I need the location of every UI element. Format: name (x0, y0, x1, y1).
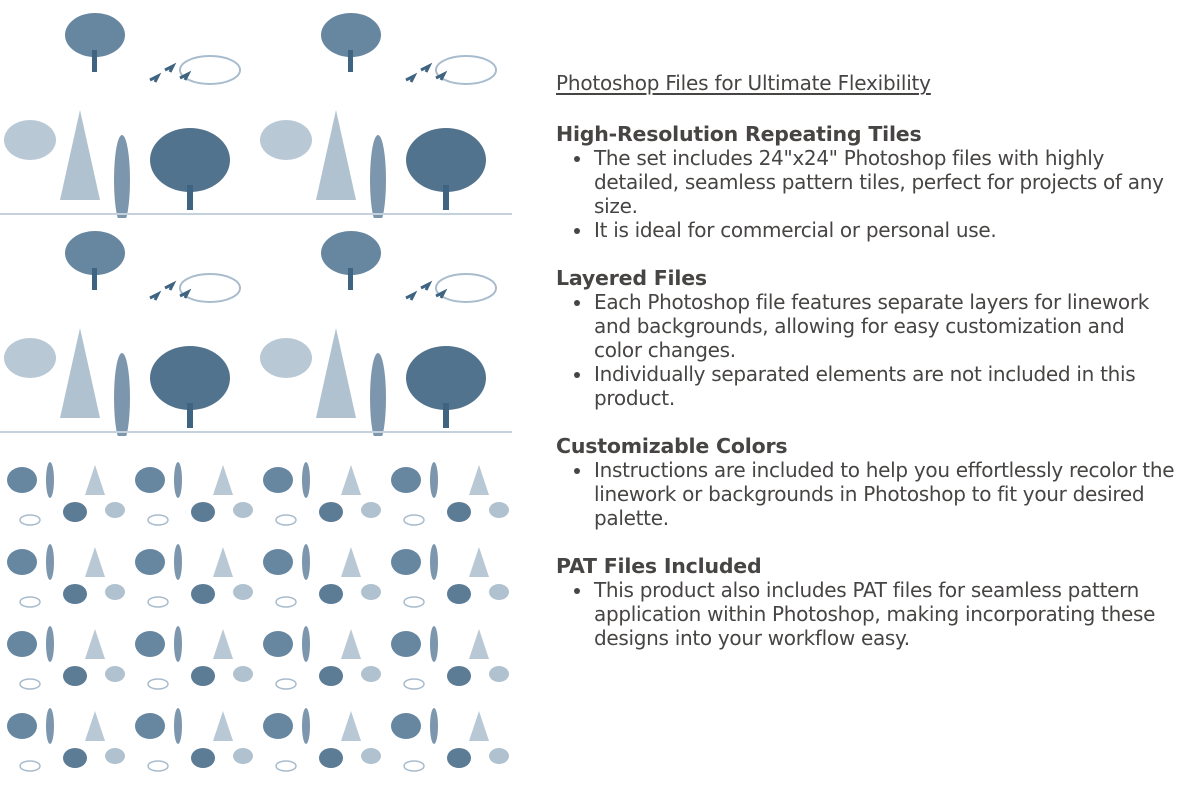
bullet-list: This product also includes PAT files for… (556, 578, 1176, 650)
description-title: Photoshop Files for Ultimate Flexibility (556, 71, 931, 95)
section-heading: PAT Files Included (556, 554, 762, 578)
toile-tree-pattern-large (0, 0, 512, 436)
pattern-preview-tiled (0, 450, 512, 778)
bullet-item: The set includes 24"x24" Photoshop files… (574, 146, 1176, 218)
section-heading: High-Resolution Repeating Tiles (556, 122, 922, 146)
section-layered-files: Layered Files Each Photoshop file featur… (556, 266, 1176, 410)
bullet-list: Instructions are included to help you ef… (556, 458, 1176, 530)
bullet-item: It is ideal for commercial or personal u… (574, 218, 1176, 242)
bullet-item: Instructions are included to help you ef… (574, 458, 1175, 530)
section-pat-files: PAT Files Included This product also inc… (556, 554, 1176, 650)
pattern-preview-large (0, 0, 512, 436)
bullet-list: Each Photoshop file features separate la… (556, 290, 1176, 410)
bullet-item: Individually separated elements are not … (574, 362, 1176, 410)
bullet-item: Each Photoshop file features separate la… (574, 290, 1176, 362)
toile-tree-pattern-tiled (0, 450, 512, 778)
bullet-list: The set includes 24"x24" Photoshop files… (556, 146, 1176, 242)
section-heading: Customizable Colors (556, 434, 788, 458)
product-description: Photoshop Files for Ultimate Flexibility… (556, 70, 1176, 674)
section-customizable-colors: Customizable Colors Instructions are inc… (556, 434, 1176, 530)
bullet-item: This product also includes PAT files for… (574, 578, 1176, 650)
section-heading: Layered Files (556, 266, 707, 290)
section-high-resolution: High-Resolution Repeating Tiles The set … (556, 122, 1176, 242)
